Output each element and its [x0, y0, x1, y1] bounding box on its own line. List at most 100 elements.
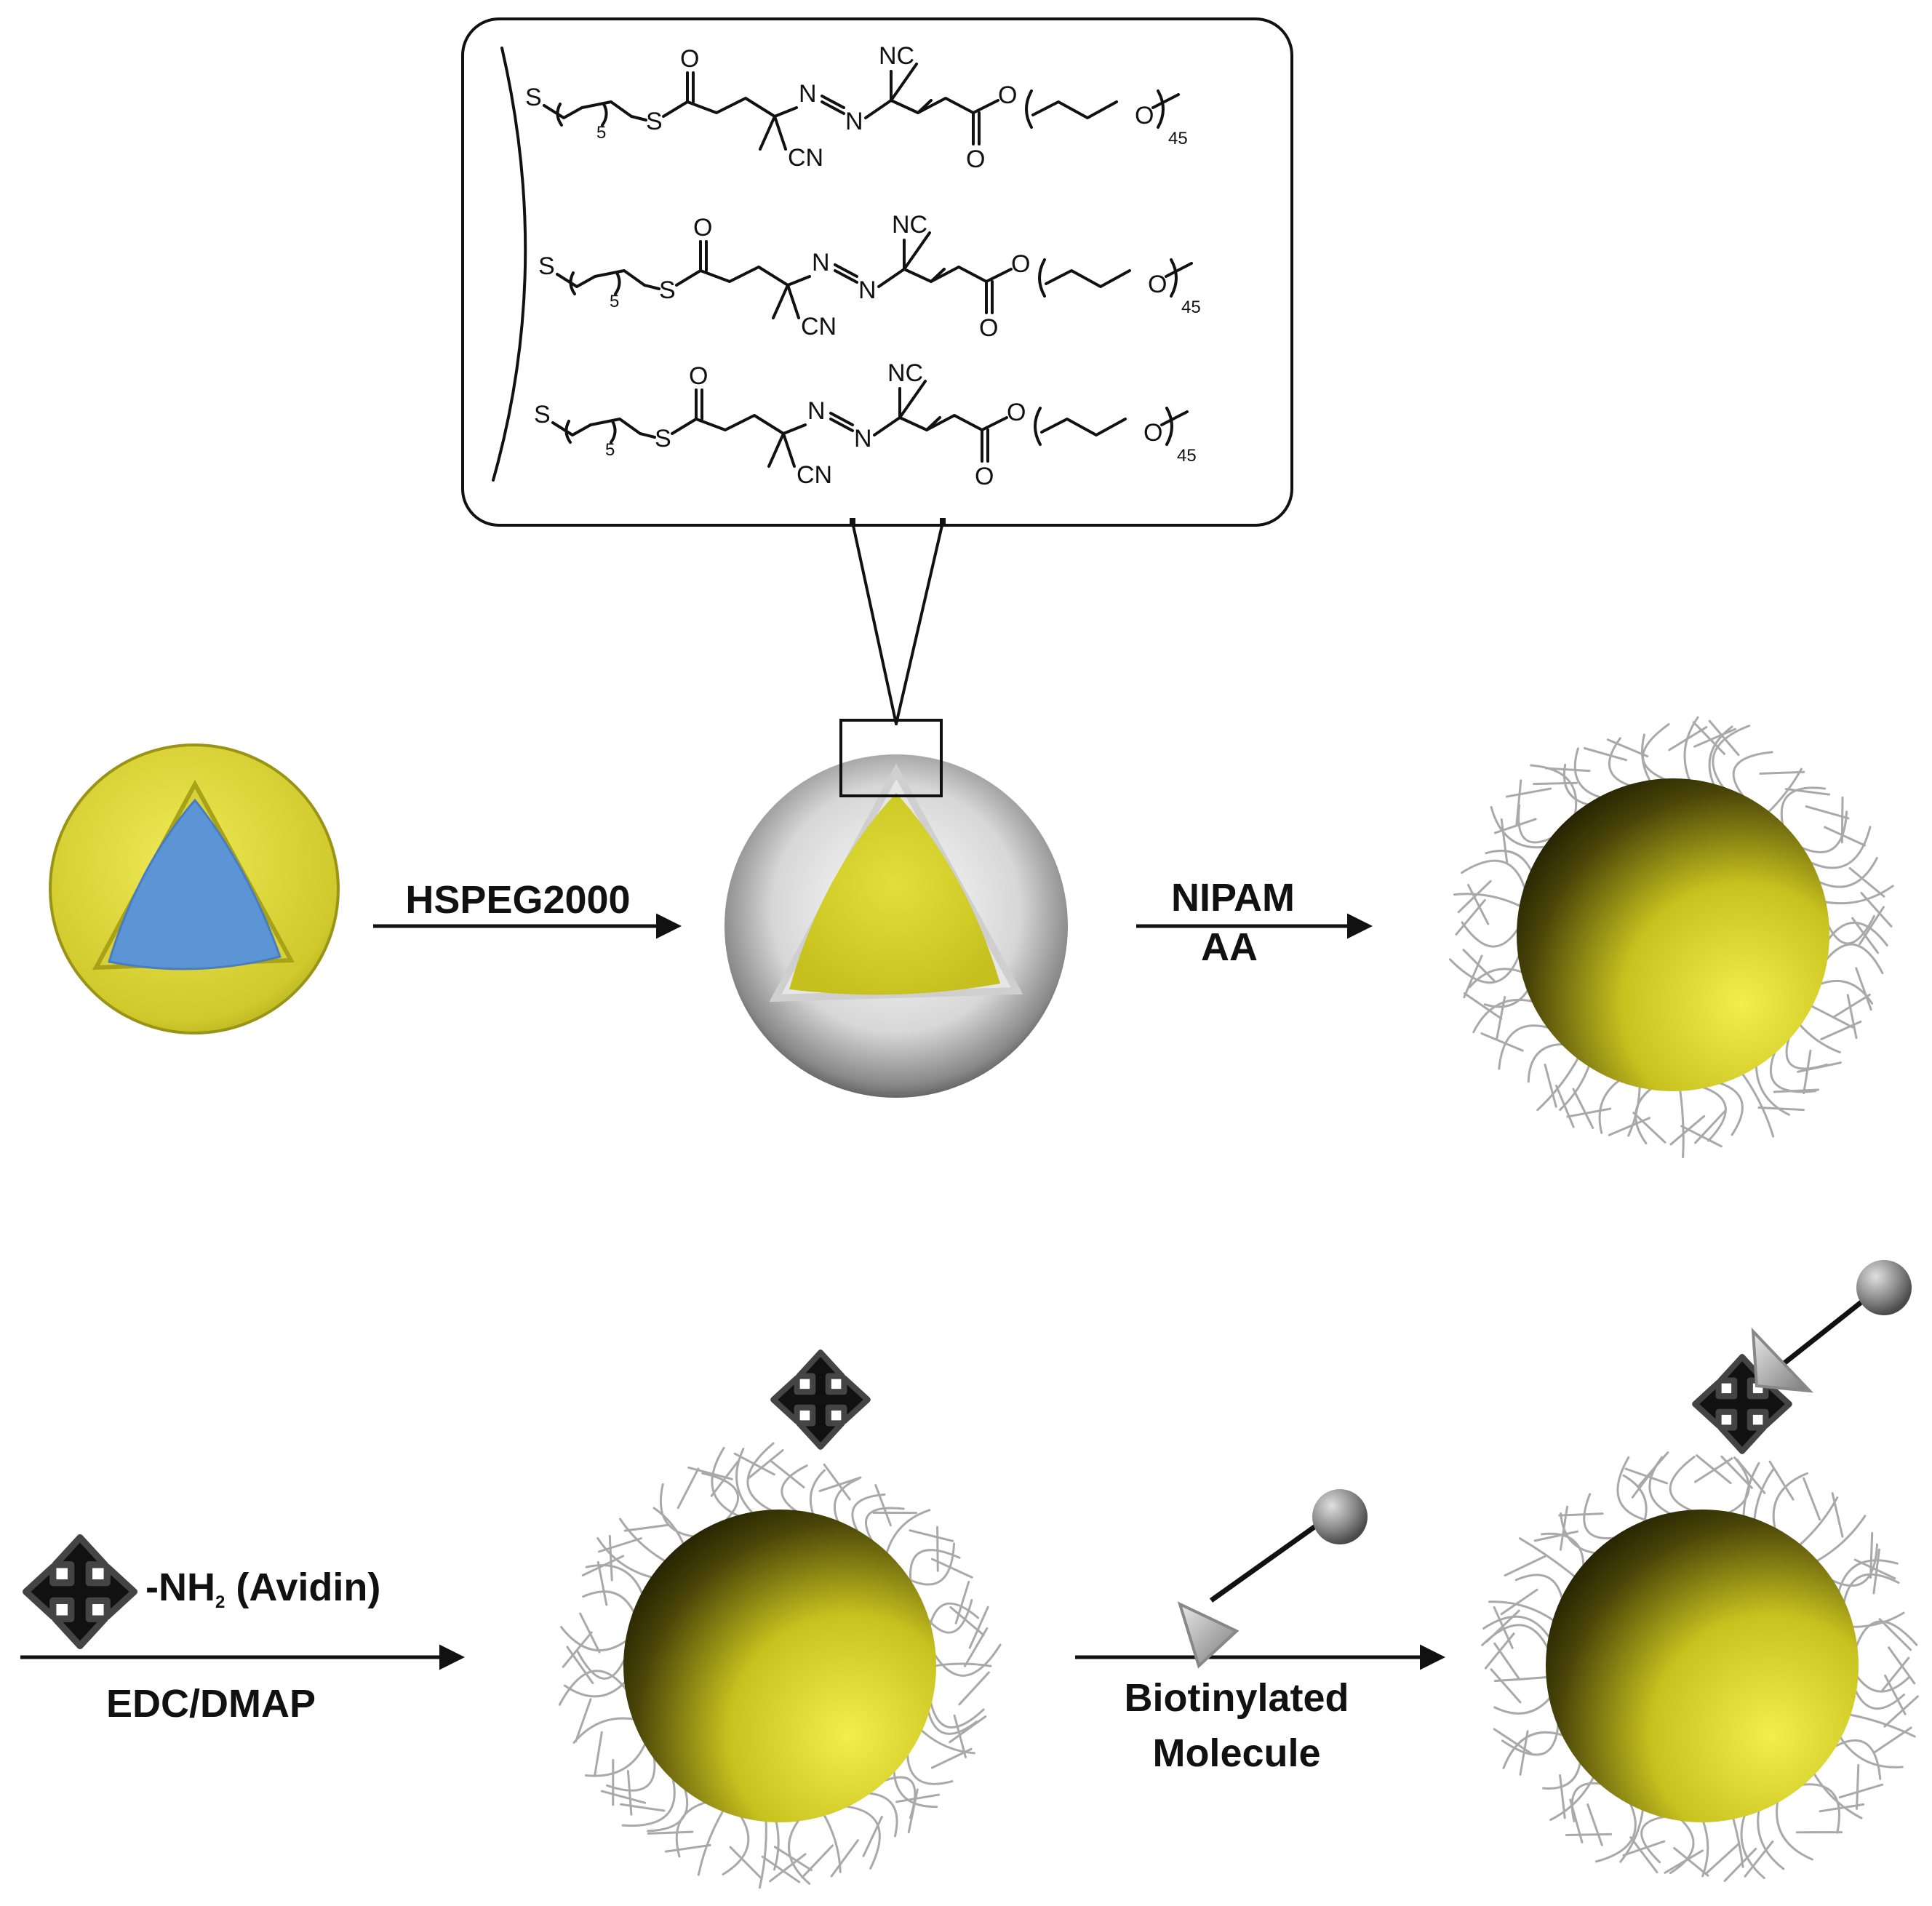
polymer-branch — [1457, 880, 1492, 914]
polymer-branch — [1757, 1106, 1805, 1112]
polymer-chain — [1583, 1493, 1620, 1539]
polymer-chain — [1701, 1818, 1709, 1878]
polymer-chain — [1780, 786, 1827, 830]
polymer-branch — [594, 1731, 603, 1777]
polymer-chain — [1517, 804, 1557, 844]
polymer-chain — [773, 1818, 780, 1871]
polymer-branch — [1720, 1455, 1753, 1489]
polymer-chain — [822, 1811, 842, 1873]
polymer-chain — [585, 1564, 644, 1598]
polymer-branch — [1544, 767, 1591, 773]
polymer-chain — [1797, 1496, 1839, 1547]
callout-pointer-left — [851, 521, 898, 725]
polymer-branch — [597, 1537, 642, 1553]
polymer-branch — [647, 1830, 694, 1835]
polymer-branch — [862, 1815, 883, 1857]
polymer-chain — [1541, 1532, 1585, 1570]
polymer-chain — [1490, 805, 1549, 849]
polymer-chain — [1648, 1456, 1674, 1517]
polymer-branch — [1480, 1032, 1524, 1052]
polymer-chain — [1483, 986, 1530, 1008]
polymer-branch — [823, 1463, 851, 1501]
polymer-chain — [1842, 1573, 1900, 1608]
polymer-branch — [1872, 1548, 1880, 1595]
polymer-branch — [1851, 917, 1880, 954]
polymer-chain — [1453, 893, 1523, 909]
polymer-chain — [1698, 1085, 1727, 1142]
polymer-branch — [1673, 1846, 1709, 1877]
polymer-chain — [621, 1774, 676, 1827]
polymer-chain — [1482, 1615, 1552, 1641]
polymer-chain — [909, 1549, 961, 1588]
avidin-four-way-arrow-icon — [773, 1352, 868, 1447]
arrow-hspeg: HSPEG2000 — [373, 878, 682, 939]
polymer-chain — [1501, 1718, 1560, 1756]
polymer-chain — [1461, 921, 1521, 948]
polymer-chain — [928, 1696, 985, 1728]
zoom-box — [839, 719, 943, 797]
polymer-branch — [1493, 818, 1537, 834]
polymer-branch — [581, 1555, 625, 1576]
polymer-chain — [1683, 716, 1699, 783]
polymer-branch — [1693, 727, 1736, 748]
polymer-branch — [830, 1839, 859, 1878]
polymer-branch — [769, 1853, 807, 1883]
polymer-branch — [1504, 1555, 1546, 1577]
polymer-chain — [1715, 1080, 1744, 1136]
polymer-chain — [572, 1717, 637, 1744]
polymer-branch — [1515, 779, 1522, 826]
polymer-branch — [1831, 1492, 1844, 1538]
polymer-chain — [864, 1792, 898, 1838]
polymer-chain — [1669, 1456, 1698, 1514]
polymer-chain — [1853, 1686, 1906, 1710]
polymer-chain — [1468, 968, 1526, 989]
polymer-branch — [968, 1606, 989, 1649]
polymer-chain — [558, 1670, 630, 1706]
polymer-chain — [701, 1472, 740, 1525]
polymer-branch — [579, 1612, 601, 1654]
polymer-branch — [600, 1790, 647, 1804]
polymer-chain — [1619, 1806, 1645, 1863]
polymer-branch — [1566, 1107, 1612, 1118]
polymer-branch — [895, 1793, 941, 1803]
polymer-branch — [909, 1529, 954, 1542]
polymer-chain — [1769, 1047, 1817, 1093]
polymer-chain — [1824, 914, 1875, 945]
polymer-branch — [1496, 996, 1506, 1040]
polymer-branch — [1583, 747, 1627, 762]
polymer-chain — [1640, 1814, 1671, 1864]
polymer-branch — [1803, 1049, 1812, 1095]
polymer-branch — [1840, 796, 1844, 844]
polymer-chain — [865, 1507, 905, 1547]
polymer-branch — [1832, 993, 1871, 1018]
polymer-chain — [1813, 1515, 1867, 1563]
polymer-branch — [1708, 719, 1740, 757]
polymer-chain — [1608, 737, 1634, 788]
polymer-branch — [676, 1467, 700, 1510]
chemical-structure-callout — [461, 17, 1293, 725]
polymer-chain — [1808, 1004, 1854, 1029]
polymer-branch — [1723, 1847, 1757, 1882]
polymer-branch — [1880, 1656, 1910, 1693]
polymer-branch — [1872, 1726, 1912, 1754]
polymer-branch — [596, 1560, 608, 1606]
polymer-chain — [1837, 1559, 1899, 1596]
polymer-branch — [1519, 1730, 1529, 1776]
polymer-chain — [1708, 725, 1733, 789]
polymer-branch — [1884, 1674, 1907, 1715]
polymer-chain — [1514, 1574, 1564, 1603]
edc-label: EDC/DMAP — [106, 1682, 316, 1726]
polymer-branch — [949, 1715, 987, 1744]
polymer-chain — [1854, 1672, 1911, 1693]
polymer-branch — [608, 1534, 613, 1582]
polymer-chain — [1485, 850, 1534, 874]
polymer-chain — [1755, 1062, 1790, 1116]
polymer-branch — [1463, 954, 1483, 999]
polymer-chain — [1493, 1694, 1553, 1715]
polymer-branch — [1500, 818, 1509, 864]
polymer-chain — [1806, 826, 1872, 869]
polymer-branch — [1484, 1632, 1515, 1670]
polymer-coated-particle-1 — [1448, 716, 1894, 1159]
arrow-biotin: Biotinylated Molecule — [1075, 1489, 1445, 1775]
polymer-chain — [1712, 725, 1751, 792]
